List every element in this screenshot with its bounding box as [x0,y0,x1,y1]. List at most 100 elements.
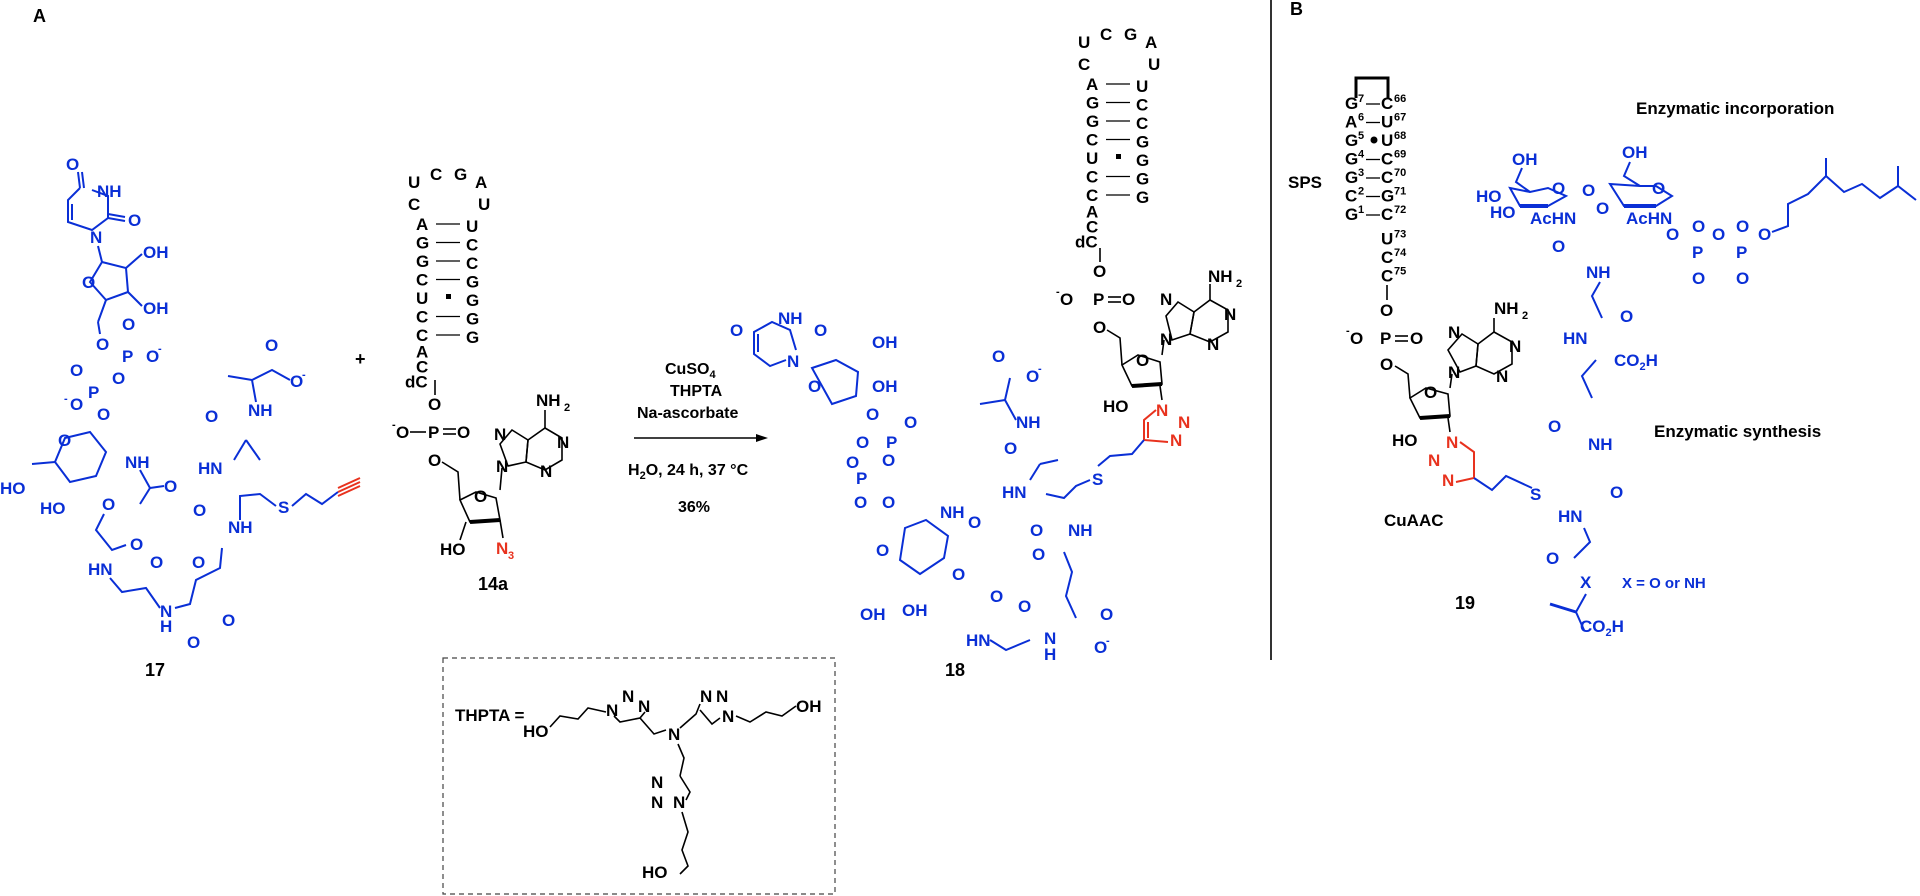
atom-o: O [428,395,441,414]
atom-o: O [192,553,205,572]
atom-o-minus: O [854,493,867,512]
atom-o: O [1666,225,1679,244]
enzymatic-synthesis-label: Enzymatic synthesis [1654,422,1821,441]
atom-o: O [856,433,869,452]
reagent-thpta: THPTA [670,383,723,400]
rna-stem-base-left: C [1086,168,1098,187]
atom-p: P [1093,290,1104,309]
sps-base-number: 1 [1358,204,1364,216]
rna-stem-base-left: G [1086,94,1099,113]
atom-n: N [1207,335,1219,354]
sps-base-left: G [1345,94,1358,113]
atom-nh: NH [1068,521,1093,540]
rna-loop-base: C [430,165,442,184]
atom-o-minus: O [1692,217,1705,236]
atom-p: P [1736,243,1747,262]
atom-o-minus: O [1350,329,1363,348]
sps-tail-base: C [1381,267,1393,286]
triazole-n: N [1170,431,1182,450]
atom-oh: OH [1512,150,1538,169]
atom-nh: NH [1016,413,1041,432]
charge-minus: - [64,393,68,405]
rna-stem-base-right: C [466,236,478,255]
rna-stem-base-left: C [1086,186,1098,205]
atom-o: O [1032,545,1045,564]
rna-loop-base: A [1145,33,1157,52]
atom-n: N [787,352,799,371]
atom-o: O [1582,181,1595,200]
rna-tail-base: A [1086,203,1098,222]
rna-loop-base: C [408,195,420,214]
sps-base-left: C [1345,187,1357,206]
atom-p: P [886,433,897,452]
atom-ho: HO [1490,203,1516,222]
rna-stem-base-left: C [416,308,428,327]
atom-n: N [651,793,663,812]
atom-o: O [1546,549,1559,568]
atom-o: O [193,501,206,520]
rna-stem-base-left: G [416,234,429,253]
atom-o-minus: O [1094,638,1107,657]
atom-o: O [205,407,218,426]
atom-ho: HO [1392,431,1418,450]
atom-o-minus: O [1736,217,1749,236]
atom-co2h: CO2H [1580,617,1624,639]
sps-base-right: C [1381,168,1393,187]
rna-stem-base-right: C [1136,114,1148,133]
compound-label-19: 19 [1455,593,1475,613]
atom-oh: OH [143,299,169,318]
subscript-2: 2 [1236,278,1242,290]
atom-hn: HN [1558,507,1583,526]
atom-x: X [1580,573,1592,592]
sps-base-left: G [1345,150,1358,169]
atom-o: O [122,315,135,334]
atom-n: N [622,687,634,706]
panel-label-b: B [1290,0,1303,19]
cuaac-label: CuAAC [1384,511,1444,530]
rna-loop-base: G [454,165,467,184]
atom-o-minus: O [187,633,200,652]
atom-ho: HO [40,499,66,518]
sps-base-number: 6 [1358,112,1364,124]
azide-subscript: 3 [508,550,514,562]
rna-stem-base-right: G [1136,151,1149,170]
sps-base-right: U [1381,131,1393,150]
rna-stem-base-left: A [1086,75,1098,94]
atom-o: O [1548,417,1561,436]
atom-ho: HO [1103,397,1129,416]
atom-o: O [1030,521,1043,540]
atom-oh: OH [860,605,886,624]
atom-o: O [1552,237,1565,256]
triazole-n: N [1442,471,1454,490]
rna-stem-base-right: G [466,328,479,347]
compound-17-structure: O NH O N OH OH O O P O O - O P O O - O O… [0,155,361,680]
rna-stem-base-right: C [1136,96,1148,115]
atom-nh: NH [228,518,253,537]
atom-oh: OH [872,377,898,396]
rna-stem-base-right: G [466,273,479,292]
panel-label-a: A [33,6,46,26]
atom-achn: AcHN [1626,209,1672,228]
atom-p: P [122,347,133,366]
atom-o: O [866,405,879,424]
atom-hn: HN [1563,329,1588,348]
atom-o: O [876,541,889,560]
rna-stem-base-left: A [416,215,428,234]
reaction-solvent-time-temp: H2O, 24 h, 37 °C [628,462,749,482]
atom-o: O [1620,307,1633,326]
atom-o: O [265,336,278,355]
atom-n: N [716,687,728,706]
thpta-oh-bottom: HO [642,863,668,882]
atom-nh: NH [1586,263,1611,282]
atom-n: N [638,697,650,716]
loop-bracket [1354,76,1390,98]
atom-nh: NH [125,453,150,472]
atom-o-minus: O [290,372,303,391]
sps-base-number: 3 [1358,167,1364,179]
charge-minus: - [158,343,162,355]
atom-nh2: NH [1494,299,1519,318]
thpta-box: THPTA = HO N N N N N N N OH N N N HO [442,657,836,895]
atom-o-minus: O [1026,367,1039,386]
